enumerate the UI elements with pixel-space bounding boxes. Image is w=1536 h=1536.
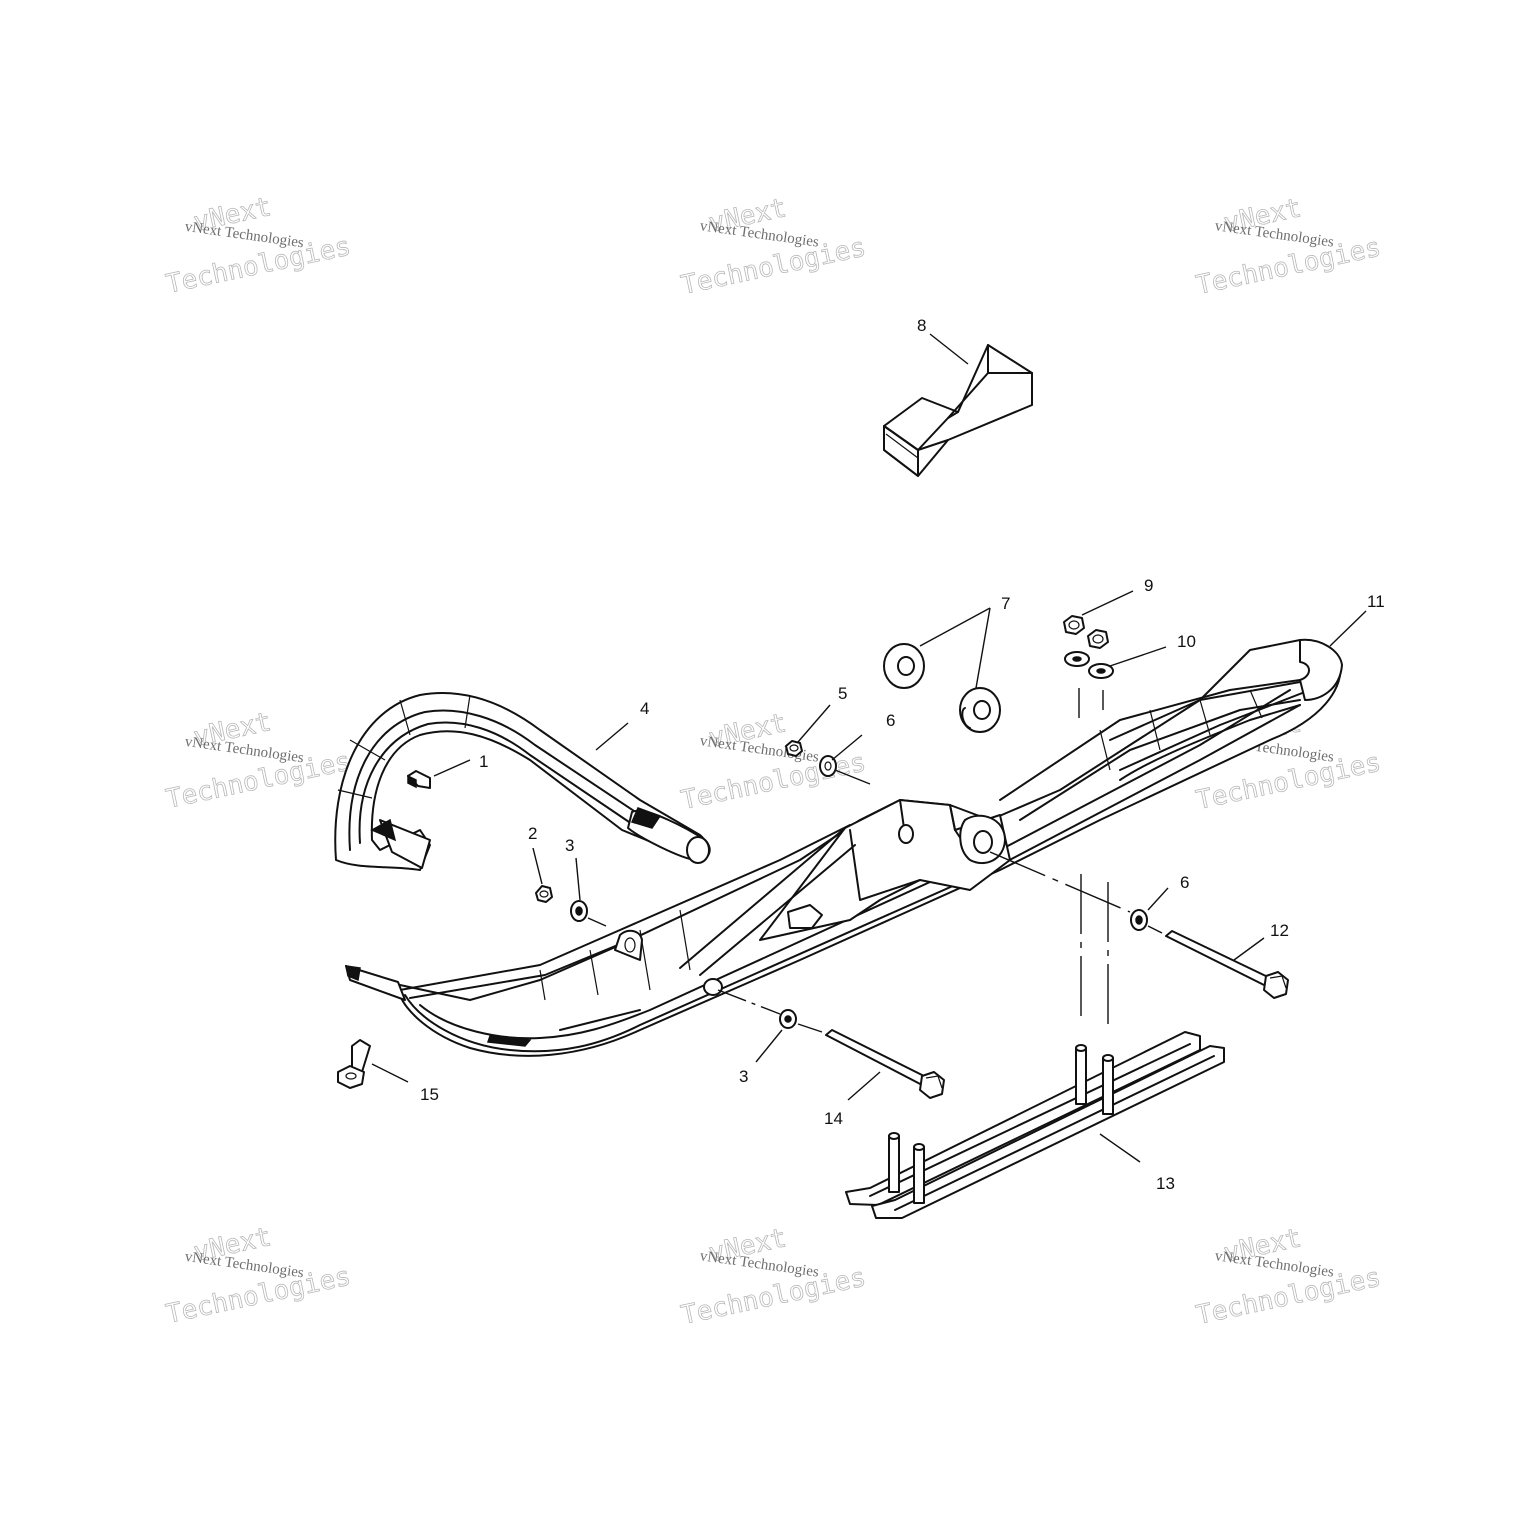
callout-15: 15 — [420, 1085, 439, 1104]
lock-nut-right — [1087, 629, 1109, 649]
long-bolt-center — [825, 1029, 945, 1099]
callout-leaders — [371, 333, 1367, 1163]
flat-washer-left — [1064, 651, 1090, 667]
washer-upper — [819, 755, 837, 777]
callout-1: 1 — [479, 752, 488, 771]
spacer-washer-upper — [883, 643, 925, 689]
callout-3-lower: 3 — [739, 1067, 748, 1086]
saddle-block-part — [883, 344, 1033, 477]
washer-right — [1130, 909, 1148, 931]
callout-8: 8 — [917, 316, 926, 335]
callout-6-upper: 6 — [886, 711, 895, 730]
callout-9: 9 — [1144, 576, 1153, 595]
lock-nut-left — [1063, 615, 1085, 635]
spacer-washer-lower — [959, 687, 1001, 733]
hex-nut-lower — [535, 885, 553, 903]
callout-6-lower: 6 — [1180, 873, 1189, 892]
callout-4: 4 — [640, 699, 649, 718]
short-bolt-left — [337, 1039, 371, 1089]
flat-washer-right — [1088, 663, 1114, 679]
callout-11: 11 — [1367, 592, 1385, 611]
callout-14: 14 — [824, 1109, 843, 1128]
assembly-guide-lines — [587, 688, 1163, 1033]
washer-lower-center — [779, 1009, 797, 1029]
long-bolt-right — [1165, 930, 1289, 999]
ski-loop-handle-part — [334, 692, 711, 871]
callout-3-upper: 3 — [565, 836, 574, 855]
washer-lower-left — [570, 900, 588, 922]
callout-12: 12 — [1270, 921, 1289, 940]
callout-5: 5 — [838, 684, 847, 703]
callout-2: 2 — [528, 824, 537, 843]
callout-10: 10 — [1177, 632, 1196, 651]
wear-pin-part — [407, 770, 431, 789]
hex-nut-upper — [785, 740, 803, 757]
callout-13: 13 — [1156, 1174, 1175, 1193]
carbide-runner-part — [845, 1031, 1225, 1219]
callout-7: 7 — [1001, 594, 1010, 613]
ski-body-part — [345, 638, 1343, 1057]
